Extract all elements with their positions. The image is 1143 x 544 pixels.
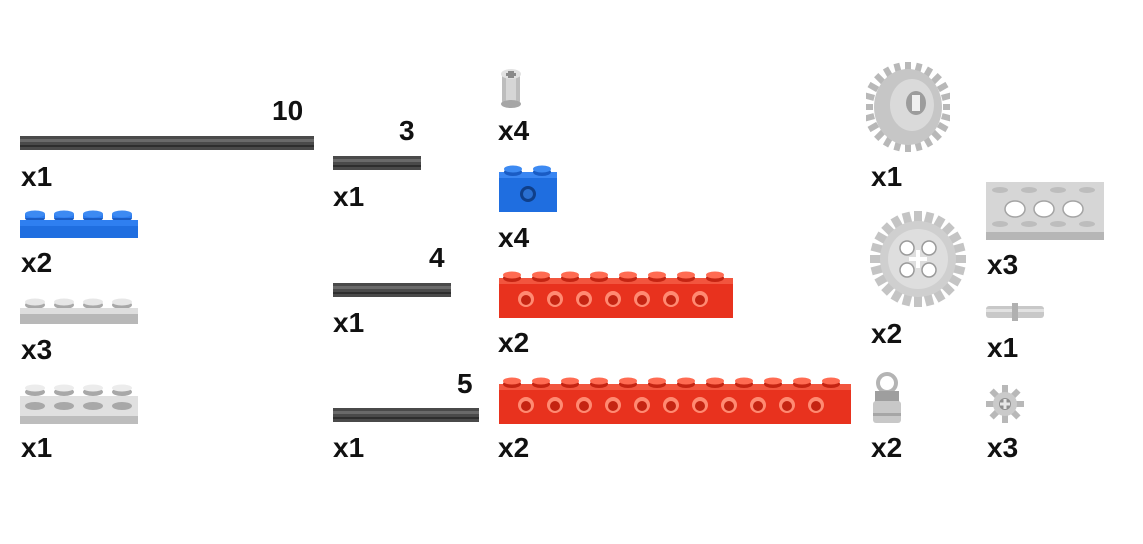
gear-8-part <box>986 384 1024 424</box>
plate-1x4-lightgray-part <box>20 296 138 324</box>
plate-1x4-blue-quantity: x2 <box>21 247 53 278</box>
axle-4-quantity: x1 <box>333 307 365 338</box>
crown-gear-icon <box>866 62 950 152</box>
axle-connector-icon <box>986 303 1044 321</box>
axle-10-part <box>20 134 314 152</box>
plate-1x4-lightgray-quantity: x3 <box>21 334 53 365</box>
joint-quantity: x2 <box>871 432 903 463</box>
bush-icon <box>501 69 521 108</box>
joint-icon <box>873 372 901 423</box>
technic-brick-icon <box>499 165 557 212</box>
axle-3-length-label: 3 <box>399 115 415 146</box>
axle-5-quantity: x1 <box>333 432 365 463</box>
technic-brick-icon <box>499 271 733 318</box>
plate-icon <box>20 298 138 324</box>
axle-connector-quantity: x1 <box>987 332 1019 363</box>
gear-24-icon <box>870 211 966 307</box>
axle-5-length-label: 5 <box>457 368 473 399</box>
technic-brick-1x2-blue-part <box>498 164 558 214</box>
axle-icon <box>333 408 479 422</box>
brick-1x4-lightgray-quantity: x1 <box>21 432 53 463</box>
technic-plate-2x4-part <box>986 180 1104 242</box>
technic-brick-1x12-red-quantity: x2 <box>498 432 530 463</box>
axle-4-part <box>333 281 451 299</box>
axle-connector-part <box>986 301 1044 323</box>
gear-8-quantity: x3 <box>987 432 1019 463</box>
crown-gear-quantity: x1 <box>871 161 903 192</box>
plate-1x4-blue-part <box>20 210 138 238</box>
technic-brick-1x2-blue-quantity: x4 <box>498 222 530 253</box>
plate-icon <box>20 210 138 238</box>
joint-part <box>870 371 904 427</box>
technic-brick-1x8-red-part <box>498 270 734 320</box>
brick-icon <box>20 384 138 424</box>
technic-brick-1x8-red-quantity: x2 <box>498 327 530 358</box>
technic-brick-icon <box>499 377 851 424</box>
gear-24-quantity: x2 <box>871 318 903 349</box>
axle-3-part <box>333 154 421 172</box>
axle-icon <box>20 136 314 150</box>
bush-part <box>498 68 524 108</box>
technic-brick-1x12-red-part <box>498 376 852 426</box>
crown-gear-part <box>866 60 950 154</box>
bush-quantity: x4 <box>498 115 530 146</box>
axle-icon <box>333 283 451 297</box>
axle-10-length-label: 10 <box>272 95 304 126</box>
axle-5-part <box>333 406 479 424</box>
axle-icon <box>333 156 421 170</box>
technic-plate-2x4-quantity: x3 <box>987 249 1019 280</box>
axle-4-length-label: 4 <box>429 242 445 273</box>
technic-plate-icon <box>986 182 1104 240</box>
brick-1x4-lightgray-part <box>20 382 138 426</box>
gear-8-icon <box>986 385 1024 423</box>
axle-3-quantity: x1 <box>333 181 365 212</box>
gear-24-part <box>870 211 966 307</box>
axle-10-quantity: x1 <box>21 161 53 192</box>
